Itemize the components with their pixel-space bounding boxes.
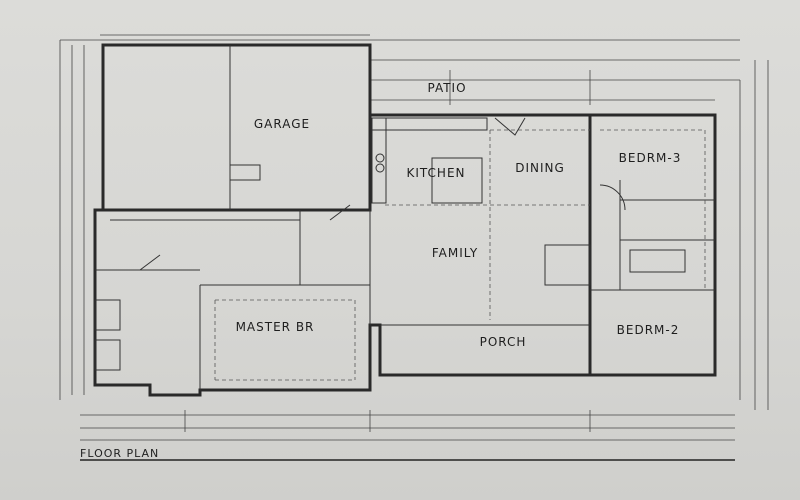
dashed-lines: [214, 129, 706, 381]
dimension-lines: [59, 34, 769, 441]
room-label-family: FAMILY: [432, 246, 478, 260]
room-label-patio: PATIO: [427, 81, 466, 95]
room-label-dining: DINING: [515, 161, 565, 175]
room-label-bedrm-2: BEDRM-2: [617, 323, 680, 337]
interior-walls: [94, 45, 715, 390]
room-label-bedrm-3: BEDRM-3: [619, 151, 682, 165]
room-label-kitchen: KITCHEN: [407, 166, 466, 180]
room-label-master-br: MASTER BR: [236, 320, 315, 334]
kitchen-counters: [371, 117, 488, 204]
door-swings: [139, 117, 626, 271]
room-label-porch: PORCH: [480, 335, 527, 349]
plan-title: FLOOR PLAN: [80, 447, 159, 460]
room-label-garage: GARAGE: [254, 117, 310, 131]
